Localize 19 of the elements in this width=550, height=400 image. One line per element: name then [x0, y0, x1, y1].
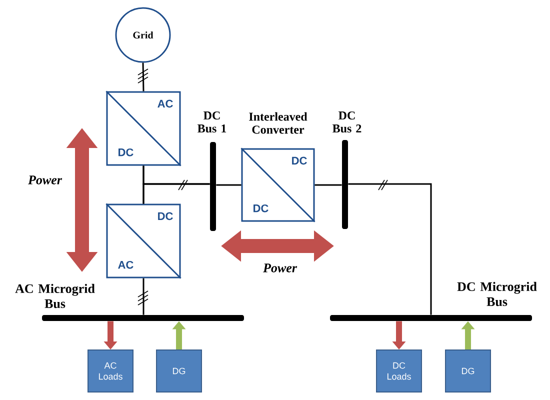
source-box: DG — [445, 350, 491, 392]
node-label: DC — [254, 204, 268, 212]
connector-line — [142, 183, 210, 204]
source-box: AC Loads — [88, 350, 134, 392]
source-box: DG — [156, 350, 202, 392]
power-label: Power — [28, 176, 62, 184]
connector-line — [142, 278, 144, 315]
bus-label: DC Bus 1 — [198, 111, 226, 133]
converter-label: Interleaved Converter — [249, 112, 308, 134]
connector-line — [314, 184, 342, 186]
bus-label: DC Bus 2 — [332, 111, 362, 133]
source-box: DC Loads — [376, 350, 422, 392]
connector-line — [216, 184, 242, 186]
connector-line — [348, 183, 432, 315]
node-label: DC — [292, 156, 307, 165]
connector-line — [142, 62, 144, 92]
bus-label: AC Microgrid Bus — [15, 284, 95, 308]
bus-label: DC Microgrid Bus — [457, 282, 537, 306]
power-label: Power — [263, 264, 298, 272]
